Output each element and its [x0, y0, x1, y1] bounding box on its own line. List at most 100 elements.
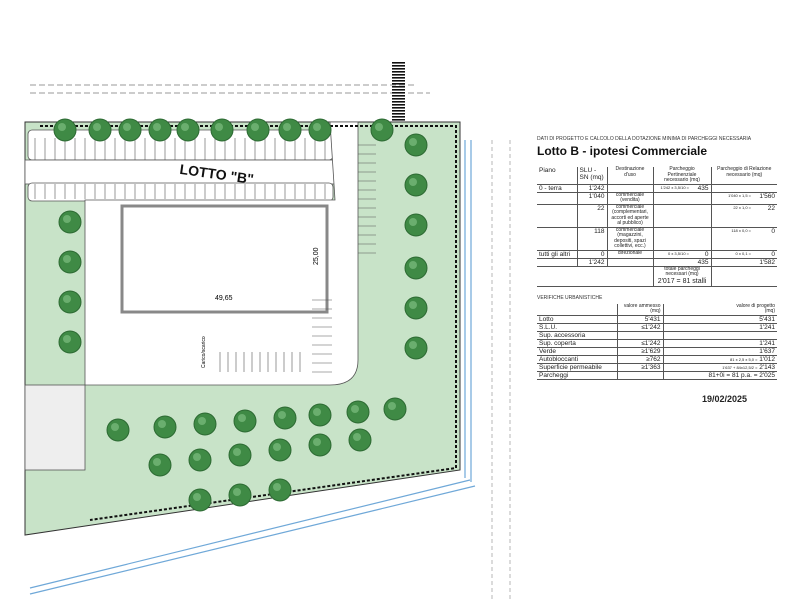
check-project: 1'241 [759, 323, 775, 331]
crosswalk-stripe [392, 65, 405, 67]
check-project: 2'143 [759, 363, 775, 371]
date: 19/02/2025 [701, 393, 747, 404]
check-allowed [616, 331, 664, 340]
table-cell: 0 x 3,5/10 = [652, 250, 691, 258]
check-project: 81+0i = 81 p.a. = 2'025 [708, 371, 775, 379]
tree-icon [268, 478, 292, 502]
table-cell: 0 x 0,1 = [710, 250, 754, 258]
tree-icon [58, 290, 82, 314]
table-row: Superficie permeabile ≥1'363 1'637 + 84x… [537, 363, 777, 372]
table-row: Sup. coperta ≤1'242 1'241 [537, 339, 777, 348]
tree-icon [404, 296, 428, 320]
table-cell: direzionale [606, 250, 653, 258]
table-row: Verde ≥1'629 1'637 [537, 347, 777, 356]
tree-icon [176, 118, 200, 142]
dimension-width: 49,65 [215, 295, 233, 302]
tree-icon [268, 438, 292, 462]
tree-icon [58, 210, 82, 234]
header-cell: Parcheggio Pertinenziale necessario (mq) [652, 166, 712, 184]
tree-icon [273, 406, 297, 430]
check-project: 1'637 [759, 347, 775, 355]
table-cell: commerciale (magazzini, depositi, spazi … [606, 227, 653, 250]
tree-icon [106, 418, 130, 442]
table-cell: 1'242 x 3,5/10 = [652, 184, 691, 192]
check-calc: 1'637 + 84x12,5/2 = [722, 364, 758, 370]
table-cell: 118 x 0,0 = [710, 227, 754, 250]
water-channel [29, 140, 476, 595]
table-cell: 0 [704, 250, 709, 258]
tree-highlight [273, 443, 281, 451]
tree-highlight [58, 123, 66, 131]
tree-highlight [215, 123, 223, 131]
tree-highlight [123, 123, 131, 131]
tree-highlight [409, 178, 417, 186]
check-label: Superficie permeabile [537, 363, 617, 372]
total-label: totale parcheggi necessari (mq) [664, 265, 700, 277]
tree-highlight [93, 123, 101, 131]
table-cell [537, 192, 577, 204]
tree-highlight [63, 215, 71, 223]
table-header: Piano SLU - SN (mq) Destinazione d'uso P… [537, 166, 778, 184]
check-project: 1'241 [759, 339, 775, 347]
tree-icon [88, 118, 112, 142]
table-cell: 1'242 [576, 184, 607, 192]
tree-highlight [313, 408, 321, 416]
table-cell: 1'040 [576, 192, 607, 204]
tree-icon [58, 250, 82, 274]
crosswalk-stripe [392, 107, 405, 109]
tree-highlight [409, 341, 417, 349]
tree-highlight [313, 123, 321, 131]
check-allowed: ≤1'242 [616, 323, 664, 332]
tree-highlight [409, 301, 417, 309]
table-cell [691, 204, 711, 227]
crosswalk-stripe [392, 110, 405, 112]
table-cell: 22 [576, 204, 607, 227]
tree-icon [404, 213, 428, 237]
road-lines [30, 84, 430, 94]
tree-highlight [153, 123, 161, 131]
tree-icon [404, 256, 428, 280]
check-allowed: ≤1'242 [616, 339, 664, 348]
table-cell [537, 258, 577, 266]
tree-highlight [63, 255, 71, 263]
table-cell: 22 [767, 204, 776, 212]
crosswalk-stripe [392, 68, 405, 70]
check-label: Sup. accessoria [537, 331, 617, 340]
table-cell: tutti gli altri [539, 250, 571, 258]
tree-highlight [158, 420, 166, 428]
tree-icon [370, 118, 394, 142]
tree-icon [53, 118, 77, 142]
crosswalk [392, 62, 405, 121]
check-label: S.L.U. [537, 323, 617, 332]
tree-highlight [181, 123, 189, 131]
header-title: Lotto B - ipotesi Commerciale [537, 144, 708, 158]
crosswalk-stripe [392, 101, 405, 103]
tree-icon [383, 397, 407, 421]
table-cell [652, 227, 691, 250]
tree-icon [246, 118, 270, 142]
tree-highlight [409, 218, 417, 226]
check-allowed: ≥762 [616, 355, 664, 364]
tree-highlight [351, 405, 359, 413]
table-cell [691, 227, 711, 250]
tree-icon [278, 118, 302, 142]
site-plan: LOTTO "B" 49,65 25,00 Carico/scarico [24, 62, 511, 600]
tree-highlight [251, 123, 259, 131]
crosswalk-stripe [392, 113, 405, 115]
table-cell: 1'582 [759, 258, 776, 266]
table-cell: 118 [576, 227, 607, 250]
table-cell: 0 [576, 250, 607, 258]
tree-highlight [273, 483, 281, 491]
col-project: valore di progetto [736, 302, 775, 309]
tree-highlight [238, 414, 246, 422]
table-cell [691, 192, 711, 204]
header-cell: Parcheggio di Relazione necessario (mq) [710, 166, 778, 184]
crosswalk-stripe [392, 92, 405, 94]
crosswalk-stripe [392, 116, 405, 118]
table-cell [652, 258, 691, 266]
